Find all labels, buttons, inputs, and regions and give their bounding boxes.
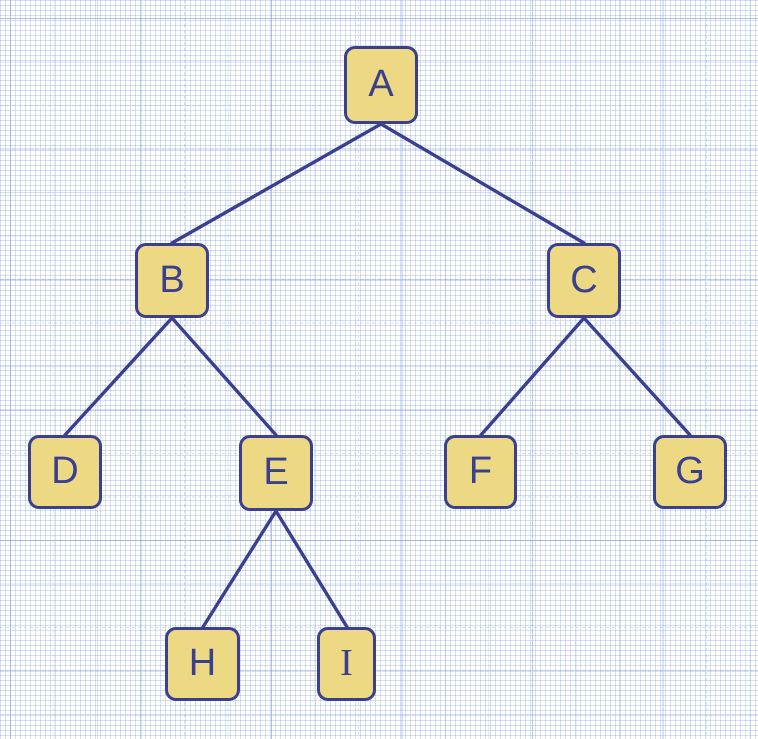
tree-node-label: E: [263, 451, 289, 493]
edge-c-g: [582, 316, 692, 437]
edge-e-h: [201, 509, 278, 629]
tree-node-label: H: [188, 642, 217, 684]
tree-node-a[interactable]: A: [344, 46, 418, 124]
edge-a-c: [379, 122, 586, 245]
tree-node-c[interactable]: C: [547, 243, 621, 318]
tree-node-label: B: [159, 258, 185, 301]
tree-node-label: G: [675, 450, 705, 492]
tree-node-label: I: [340, 642, 353, 684]
tree-node-label: F: [468, 450, 493, 492]
edge-c-f: [479, 316, 586, 437]
tree-node-label: D: [51, 450, 79, 492]
tree-node-e[interactable]: E: [239, 435, 313, 511]
tree-node-i[interactable]: I: [317, 627, 376, 701]
tree-node-label: C: [570, 258, 598, 301]
tree-node-h[interactable]: H: [165, 627, 240, 701]
tree-node-label: A: [368, 63, 394, 105]
tree-node-g[interactable]: G: [653, 435, 727, 509]
tree-node-d[interactable]: D: [28, 435, 102, 509]
edge-e-i: [274, 509, 349, 629]
edge-b-d: [63, 316, 174, 437]
edge-b-e: [170, 316, 278, 437]
edge-a-b: [170, 122, 383, 245]
tree-node-b[interactable]: B: [135, 243, 209, 318]
tree-node-f[interactable]: F: [444, 435, 517, 509]
